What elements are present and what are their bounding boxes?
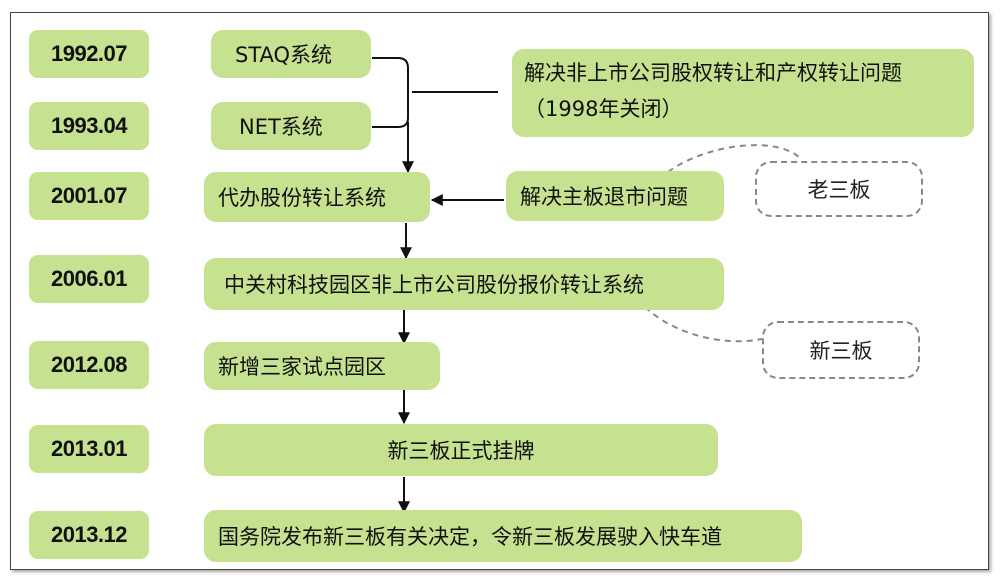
diagram-frame — [10, 12, 989, 570]
date-2012-08: 2012.08 — [29, 341, 149, 389]
state-council-decision-node: 国务院发布新三板有关决定，令新三板发展驶入快车道 — [204, 510, 802, 562]
net-system-node: NET系统 — [211, 102, 371, 150]
old-board-leader — [645, 144, 801, 197]
delisting-note: 解决主板退市问题 — [506, 171, 724, 221]
equity-transfer-note-line1: 解决非上市公司股权转让和产权转让问题 — [524, 61, 902, 85]
zgc-quotation-system-node: 中关村科技园区非上市公司股份报价转让系统 — [204, 258, 724, 310]
merge-bracket — [372, 57, 409, 128]
staq-system-node: STAQ系统 — [211, 30, 371, 78]
date-2013-01: 2013.01 — [29, 425, 149, 473]
equity-transfer-note-line2: （1998年关闭） — [524, 97, 683, 121]
agency-transfer-system-node: 代办股份转让系统 — [204, 172, 430, 222]
old-board-callout: 老三板 — [755, 161, 923, 217]
date-2013-12: 2013.12 — [29, 511, 149, 559]
new-board-leader — [644, 306, 773, 343]
date-2006-01: 2006.01 — [29, 255, 149, 303]
new-pilot-parks-node: 新增三家试点园区 — [204, 342, 440, 390]
date-1992-07: 1992.07 — [29, 30, 149, 78]
date-2001-07: 2001.07 — [29, 172, 149, 220]
new-board-callout: 新三板 — [762, 321, 920, 379]
date-1993-04: 1993.04 — [29, 102, 149, 150]
equity-transfer-note: 解决非上市公司股权转让和产权转让问题 （1998年关闭） — [512, 49, 974, 137]
official-listing-node: 新三板正式挂牌 — [204, 424, 718, 476]
